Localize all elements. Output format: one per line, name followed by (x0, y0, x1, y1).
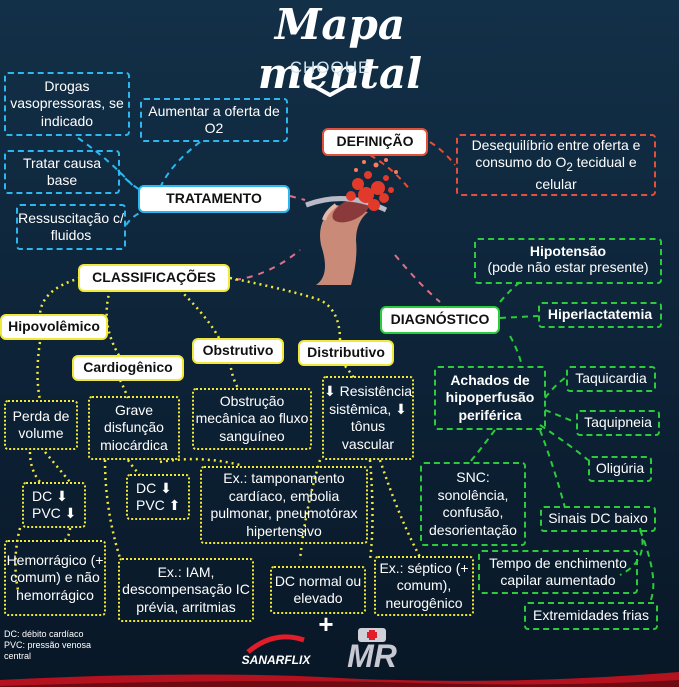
blood-vessel-illustration (305, 158, 398, 285)
sanarflix-logo: SANARFLIX (238, 632, 314, 672)
tratamento-fluidos-box: Ressuscitação c/ fluidos (16, 204, 126, 250)
tratamento-causa-box: Tratar causa base (4, 150, 120, 194)
sanarflix-swoosh-icon (246, 634, 305, 654)
bottom-wave-decoration (0, 672, 679, 687)
extremidades-frias-box: Extremidades frias (524, 602, 658, 630)
achados-hipoperfusao-box: Achados de hipoperfusão periférica (434, 366, 546, 430)
page-subtitle: CHOQUE (289, 58, 371, 77)
legend-pvc: PVC: pressão venosa central (4, 639, 92, 661)
cardiogenico-dc: DC ⬇ (136, 480, 172, 496)
taquipneia-box: Taquipneia (576, 410, 660, 436)
diagnostico-node: DIAGNÓSTICO (380, 306, 500, 334)
sinais-dc-baixo-box: Sinais DC baixo (540, 506, 656, 532)
distributivo-desc-box: ⬇ Resistência sistêmica, ⬇ tônus vascula… (322, 376, 414, 460)
hipovolemico-node: Hipovolêmico (0, 314, 108, 340)
tratamento-node: TRATAMENTO (138, 185, 290, 213)
snc-box: SNC: sonolência, confusão, desorientação (420, 462, 526, 546)
cardiogenico-desc-box: Grave disfunção miocárdica (88, 396, 180, 460)
hipovolemico-desc-box: Perda de volume (4, 400, 78, 450)
hipovolemico-dc-pvc-box: DC ⬇ PVC ⬇ (22, 482, 86, 528)
obstrutivo-example-box: Ex.: tamponamento cardíaco, embolia pulm… (200, 466, 368, 544)
page-title: Mapa mental (257, 0, 423, 98)
distributivo-dc-box: DC normal ou elevado (270, 566, 366, 614)
hipotensao-box: Hipotensão (pode não estar presente) (474, 238, 662, 284)
mr-logo-text: MR (347, 638, 397, 674)
hiperlactatemia-box: Hiperlactatemia (538, 302, 662, 328)
cardiogenico-node: Cardiogênico (72, 355, 184, 381)
definicao-text-box: Desequilíbrio entre oferta e consumo do … (456, 134, 656, 196)
tempo-enchimento-box: Tempo de enchimento capilar aumentado (478, 550, 638, 594)
distributivo-example-box: Ex.: séptico (+ comum), neurogênico (374, 556, 474, 616)
obstrutivo-node: Obstrutivo (192, 338, 284, 364)
hipovolemico-dc: DC ⬇ (32, 488, 68, 504)
mr-logo: MR (340, 624, 404, 674)
obstrutivo-desc-box: Obstrução mecânica ao fluxo sanguíneo (192, 388, 312, 450)
definicao-text-part2: tecidual e celular (535, 154, 637, 192)
definicao-text-part1: Desequilíbrio entre oferta e consumo do … (471, 136, 641, 171)
definicao-node: DEFINIÇÃO (322, 128, 428, 156)
tratamento-oxigenio-box: Aumentar a oferta de O2 (140, 98, 288, 142)
legend-dc: DC: débito cardíaco (4, 629, 84, 639)
classificacoes-node: CLASSIFICAÇÕES (78, 264, 230, 292)
legend: DC: débito cardíaco PVC: pressão venosa … (4, 629, 114, 665)
hipotensao-title: Hipotensão (529, 243, 607, 259)
cardiogenico-dc-pvc-box: DC ⬇ PVC ⬆ (126, 474, 190, 520)
oliguria-box: Oligúria (588, 456, 652, 482)
definicao-text-sub: 2 (566, 161, 573, 175)
sanarflix-logo-text: SANARFLIX (241, 653, 311, 667)
hipovolemico-pvc: PVC ⬇ (32, 505, 77, 521)
taquicardia-box: Taquicardia (566, 366, 656, 392)
hipotensao-note: (pode não estar presente) (487, 259, 649, 275)
chevron-down-icon (310, 83, 350, 97)
plus-sign: + (318, 609, 334, 639)
cardiogenico-pvc: PVC ⬆ (136, 497, 181, 513)
distributivo-node: Distributivo (298, 340, 394, 366)
cardiogenico-example-box: Ex.: IAM, descompensação IC prévia, arri… (118, 558, 254, 622)
medical-bag-icon (358, 628, 386, 642)
tratamento-drogas-box: Drogas vasopressoras, se indicado (4, 72, 130, 136)
hipovolemico-example-box: Hemorrágico (+ comum) e não hemorrágico (4, 540, 106, 616)
definicao-text: Desequilíbrio entre oferta e consumo do … (458, 137, 654, 193)
